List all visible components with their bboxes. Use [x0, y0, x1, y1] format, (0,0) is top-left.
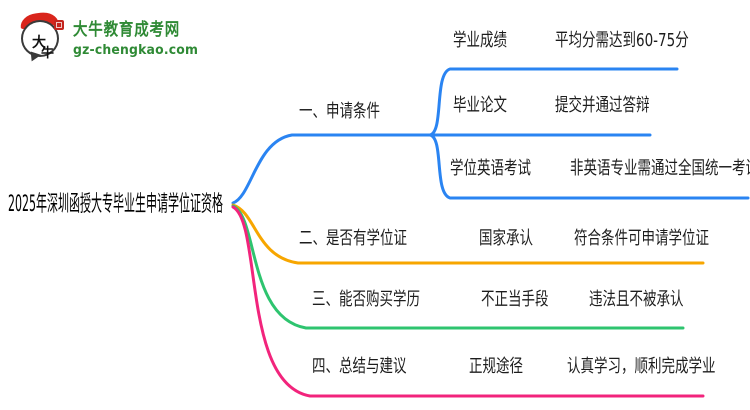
node-graduation-thesis[interactable]: 毕业论文	[453, 95, 507, 116]
daniu-bubble-logo-icon: 大 牛	[18, 10, 66, 64]
logo-red-seal	[54, 20, 64, 30]
node-improper-means[interactable]: 不正当手段	[481, 289, 549, 310]
branch-line-apply-conditions	[231, 133, 652, 205]
node-state-recognized-detail[interactable]: 符合条件可申请学位证	[574, 228, 709, 249]
branch-buy-diploma[interactable]: 三、能否购买学历	[312, 289, 420, 310]
logo-text-block: 大牛教育成考网 gz-chengkao.com	[73, 15, 209, 58]
branch-line-academic-score	[428, 67, 679, 137]
logo-speech-bubble: 大 牛	[21, 20, 59, 64]
branch-summary[interactable]: 四、总结与建议	[312, 356, 407, 377]
node-formal-channel-detail[interactable]: 认真学习，顺利完成学业	[567, 356, 716, 377]
logo-char-top: 大	[32, 35, 46, 51]
branch-apply-conditions[interactable]: 一、申请条件	[299, 101, 380, 122]
node-degree-english-detail[interactable]: 非英语专业需通过全国统一考试	[570, 158, 750, 179]
node-academic-score[interactable]: 学业成绩	[453, 30, 507, 51]
site-logo[interactable]: 大 牛 大牛教育成考网 gz-chengkao.com	[18, 10, 198, 64]
node-formal-channel[interactable]: 正规途径	[469, 356, 523, 377]
brand-domain: gz-chengkao.com	[73, 41, 199, 58]
node-degree-english[interactable]: 学位英语考试	[450, 158, 531, 179]
branch-has-degree[interactable]: 二、是否有学位证	[299, 228, 407, 249]
branch-line-has-degree	[231, 203, 705, 265]
node-state-recognized[interactable]: 国家承认	[479, 228, 533, 249]
node-graduation-thesis-detail[interactable]: 提交并通过答辩	[555, 95, 650, 116]
branch-line-summary	[231, 205, 705, 398]
node-academic-score-detail[interactable]: 平均分需达到60-75分	[555, 30, 689, 51]
node-improper-means-detail[interactable]: 违法且不被承认	[589, 289, 684, 310]
logo-char-bottom: 牛	[41, 46, 55, 61]
root-node[interactable]: 2025年深圳函授大专毕业生申请学位证资格	[8, 192, 223, 217]
branch-line-degree-english	[428, 133, 750, 200]
brand-name: 大牛教育成考网	[73, 19, 181, 40]
